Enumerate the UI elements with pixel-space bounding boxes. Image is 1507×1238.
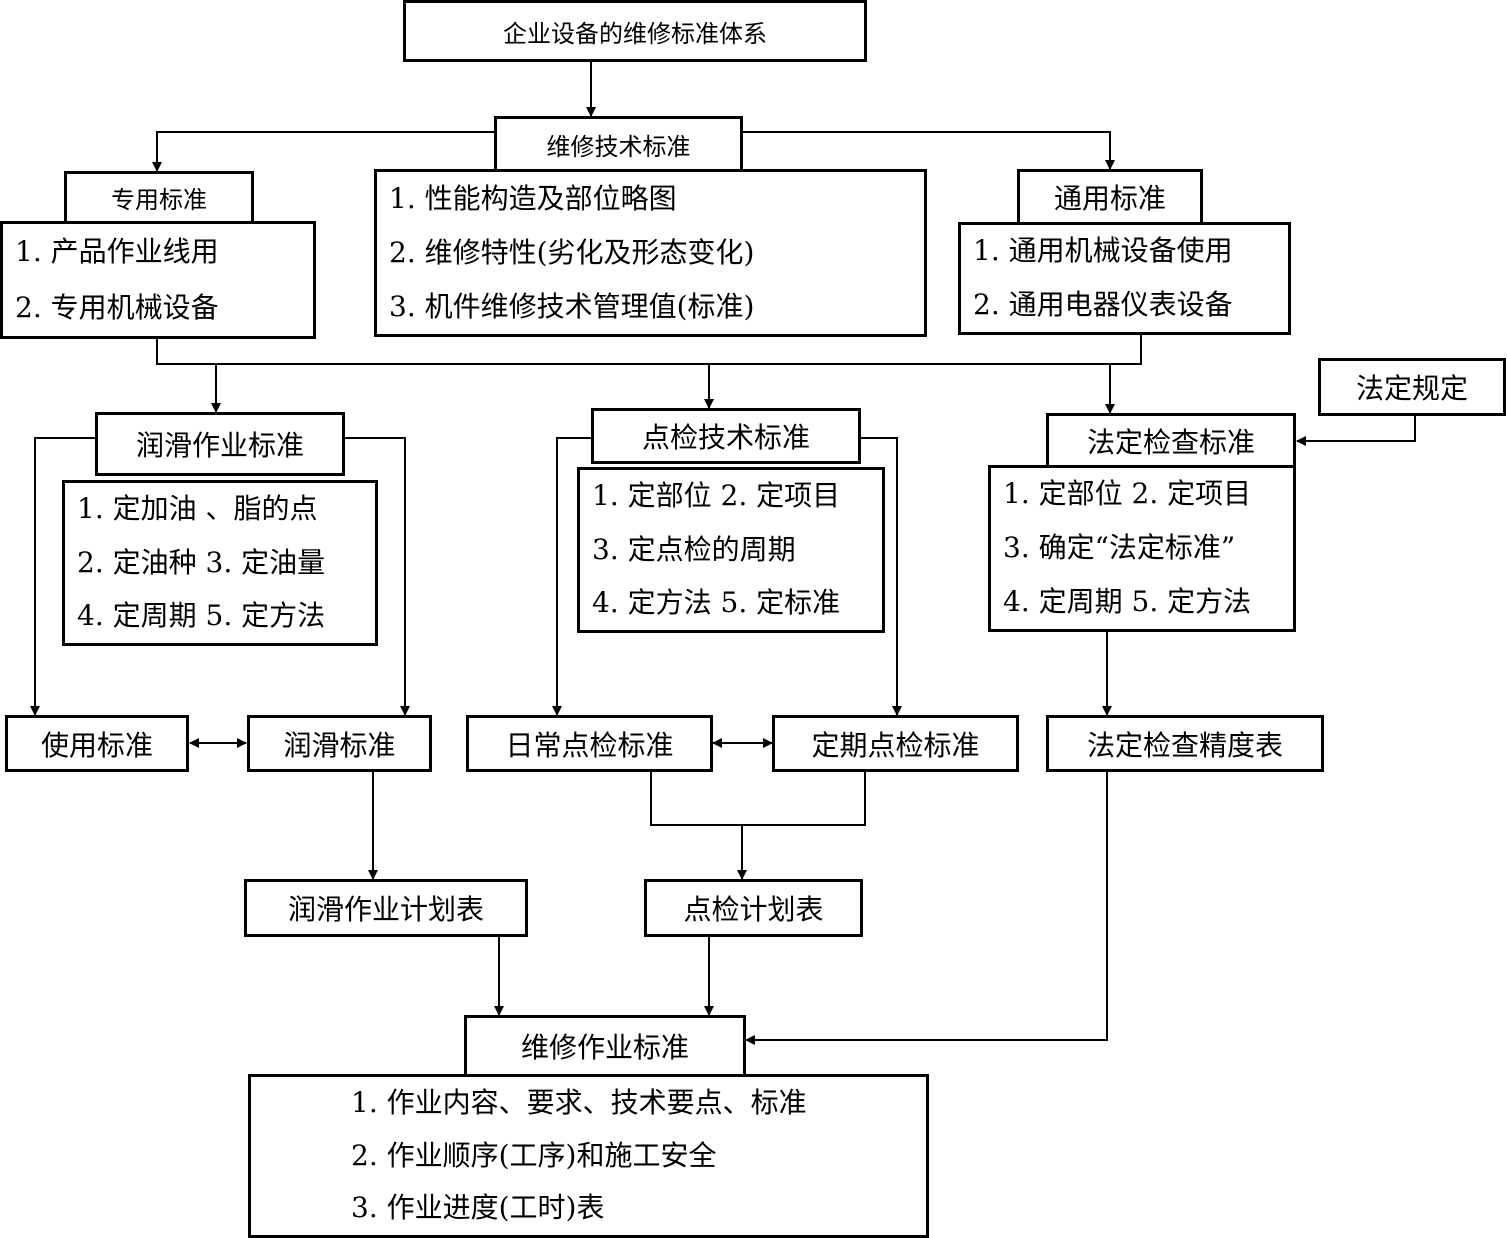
legal-check-standard-node: 法定检查标准	[1046, 413, 1296, 468]
legal-check-item-2: 3. 确定“法定标准”	[1003, 531, 1236, 565]
lubrication-standard-items: 1. 定加油 、脂的点 2. 定油种 3. 定油量 4. 定周期 5. 定方法	[62, 480, 378, 646]
use-standard-node: 使用标准	[5, 715, 189, 772]
daily-check-standard-node: 日常点检标准	[466, 715, 713, 772]
tech-standard-items: 1. 性能构造及部位略图 2. 维修特性(劣化及形态变化) 3. 机件维修技术管…	[374, 169, 927, 337]
inspection-standard-node: 点检技术标准	[591, 408, 861, 464]
inspection-item-2: 3. 定点检的周期	[592, 532, 796, 566]
special-item-1: 1. 产品作业线用	[15, 234, 219, 268]
lubrication-item-1: 1. 定加油 、脂的点	[77, 492, 318, 526]
lube-standard-node: 润滑标准	[247, 715, 432, 772]
legal-check-item-3: 4. 定周期 5. 定方法	[1003, 584, 1252, 618]
tech-item-3: 3. 机件维修技术管理值(标准)	[389, 289, 755, 323]
legal-check-standard-items: 1. 定部位 2. 定项目 3. 确定“法定标准” 4. 定周期 5. 定方法	[988, 465, 1296, 632]
lubrication-standard-node: 润滑作业标准	[95, 412, 345, 476]
lube-plan-node: 润滑作业计划表	[244, 879, 528, 937]
periodic-check-standard-node: 定期点检标准	[772, 715, 1019, 772]
root-node: 企业设备的维修标准体系	[403, 0, 867, 62]
inspection-standard-items: 1. 定部位 2. 定项目 3. 定点检的周期 4. 定方法 5. 定标准	[577, 467, 885, 633]
general-item-2: 2. 通用电器仪表设备	[973, 287, 1233, 321]
inspection-item-3: 4. 定方法 5. 定标准	[592, 585, 841, 619]
lubrication-item-2: 2. 定油种 3. 定油量	[77, 545, 326, 579]
check-plan-node: 点检计划表	[644, 879, 863, 937]
legal-rule-node: 法定规定	[1318, 358, 1506, 416]
maintenance-standard-node: 维修作业标准	[464, 1015, 746, 1077]
legal-precision-table-node: 法定检查精度表	[1046, 715, 1324, 772]
tech-item-1: 1. 性能构造及部位略图	[389, 181, 677, 215]
special-item-2: 2. 专用机械设备	[15, 290, 219, 324]
tech-item-2: 2. 维修特性(劣化及形态变化)	[389, 235, 755, 269]
legal-check-item-1: 1. 定部位 2. 定项目	[1003, 477, 1252, 511]
inspection-item-1: 1. 定部位 2. 定项目	[592, 479, 841, 513]
special-standard-items: 1. 产品作业线用 2. 专用机械设备	[0, 221, 316, 339]
general-item-1: 1. 通用机械设备使用	[973, 234, 1233, 268]
tech-standard-node: 维修技术标准	[494, 116, 743, 172]
maintenance-item-3: 3. 作业进度(工时)表	[351, 1191, 605, 1225]
special-standard-node: 专用标准	[64, 171, 254, 224]
maintenance-standard-items: 1. 作业内容、要求、技术要点、标准 2. 作业顺序(工序)和施工安全 3. 作…	[248, 1074, 929, 1238]
lubrication-item-3: 4. 定周期 5. 定方法	[77, 598, 326, 632]
maintenance-item-2: 2. 作业顺序(工序)和施工安全	[351, 1138, 717, 1172]
maintenance-item-1: 1. 作业内容、要求、技术要点、标准	[351, 1085, 807, 1119]
general-standard-node: 通用标准	[1017, 169, 1203, 225]
general-standard-items: 1. 通用机械设备使用 2. 通用电器仪表设备	[958, 222, 1291, 335]
